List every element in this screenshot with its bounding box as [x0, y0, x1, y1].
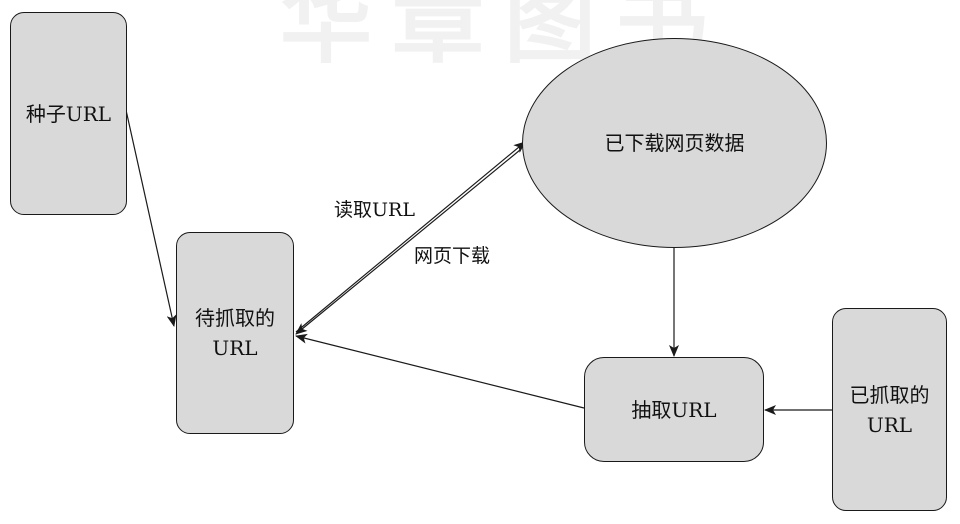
extract-url-label: 抽取URL [631, 397, 717, 422]
pending-url-label: 待抓取的 URL [195, 303, 275, 363]
seed-url-node: 种子URL [10, 12, 127, 215]
crawled-url-node: 已抓取的 URL [832, 308, 947, 511]
seed-url-label: 种子URL [25, 101, 112, 126]
crawled-url-label-line1: 已抓取的 [849, 382, 930, 407]
extract-url-node: 抽取URL [584, 357, 764, 462]
downloaded-pages-label: 已下载网页数据 [604, 131, 745, 155]
pending-url-label-line1: 待抓取的 [195, 306, 275, 330]
edge-label-read-url: 读取URL [334, 199, 415, 221]
arrow-extract-to-pending [295, 333, 585, 409]
arrow-downloaded-to-pending [295, 149, 521, 335]
arrow-pending-to-downloaded [295, 141, 526, 333]
downloaded-pages-node: 已下载网页数据 [522, 38, 827, 248]
arrow-seed-to-pending [125, 109, 177, 327]
pending-url-node: 待抓取的 URL [176, 232, 294, 434]
pending-url-label-line2: URL [212, 336, 258, 360]
edge-label-page-download: 网页下载 [414, 245, 491, 267]
crawled-url-label-line2: URL [866, 412, 913, 437]
crawled-url-label: 已抓取的 URL [850, 380, 930, 440]
